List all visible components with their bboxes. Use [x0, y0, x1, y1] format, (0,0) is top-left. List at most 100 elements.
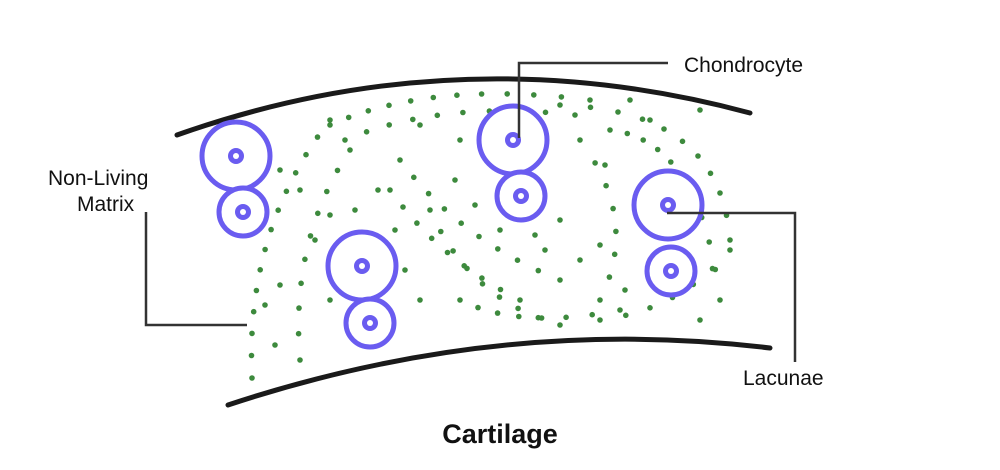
matrix-dot — [407, 98, 414, 104]
matrix-dot — [268, 226, 274, 233]
matrix-dot — [668, 159, 674, 165]
matrix-dot — [597, 297, 603, 303]
matrix-dot — [458, 220, 465, 226]
matrix-dot — [538, 315, 545, 321]
matrix-dot — [334, 167, 341, 174]
matrix-dot — [454, 92, 460, 98]
matrix-leader-line — [144, 212, 247, 327]
matrix-dot — [563, 314, 569, 321]
diagram-title: Cartilage — [442, 419, 558, 449]
matrix-dot — [647, 305, 653, 311]
matrix-dot — [302, 256, 308, 263]
matrix-dot — [640, 137, 646, 143]
matrix-dot — [622, 287, 628, 293]
matrix-dot — [602, 162, 608, 168]
matrix-dot — [410, 116, 416, 123]
matrix-dot — [613, 228, 619, 235]
matrix-dot — [414, 220, 420, 226]
matrix-dot — [496, 294, 503, 300]
matrix-dot — [365, 108, 372, 114]
matrix-dot — [275, 207, 282, 213]
matrix-dot — [327, 122, 333, 128]
matrix-dot — [434, 112, 441, 119]
matrix-dot — [292, 170, 299, 176]
matrix-dot — [397, 157, 403, 163]
matrix-dot — [324, 188, 330, 195]
matrix-dot — [283, 188, 290, 195]
matrix-dots — [248, 91, 733, 381]
matrix-dot — [727, 247, 733, 253]
matrix-dot — [557, 322, 563, 328]
nucleolus — [233, 153, 239, 159]
matrix-dot — [577, 137, 583, 143]
matrix-dot — [617, 307, 623, 313]
matrix-dot — [516, 313, 522, 320]
matrix-dot — [697, 317, 703, 323]
lower-boundary — [225, 336, 773, 408]
matrix-dot — [314, 134, 321, 140]
matrix-dot — [298, 280, 304, 287]
matrix-dot — [249, 375, 255, 381]
matrix-dot — [494, 310, 501, 316]
matrix-dot — [611, 251, 618, 258]
matrix-dot — [441, 206, 448, 212]
chondrocyte-label: Chondrocyte — [684, 54, 803, 77]
matrix-dot — [345, 114, 352, 121]
matrix-dot — [363, 129, 370, 135]
matrix-dot — [472, 202, 478, 208]
matrix-dot — [342, 137, 348, 143]
matrix-dot — [610, 205, 616, 212]
matrix-dot — [607, 127, 613, 133]
matrix-dot — [277, 167, 283, 173]
matrix-dot — [647, 117, 653, 123]
matrix-dot — [307, 233, 314, 239]
lacuna-large-1 — [199, 119, 273, 193]
matrix-dot — [387, 187, 393, 193]
nucleolus — [668, 268, 674, 274]
nucleolus — [367, 320, 373, 326]
matrix-dot — [639, 116, 646, 122]
matrix-dot — [514, 257, 521, 264]
matrix-dot — [679, 138, 686, 145]
matrix-dot — [706, 239, 712, 245]
matrix-dot — [444, 249, 451, 256]
lacuna-small-4 — [343, 296, 397, 350]
matrix-dot — [515, 305, 521, 312]
matrix-dot — [478, 91, 485, 97]
matrix-dot — [428, 235, 435, 242]
matrix-dot — [327, 117, 333, 123]
matrix-dot — [417, 297, 423, 303]
nucleolus — [510, 137, 516, 143]
matrix-dot — [297, 357, 303, 363]
matrix-dot — [295, 330, 302, 337]
matrix-dot — [352, 207, 358, 213]
matrix-dot — [475, 304, 481, 311]
matrix-dot — [587, 97, 593, 103]
matrix-dot — [257, 267, 264, 273]
matrix-dot — [479, 275, 485, 281]
nucleolus — [359, 263, 365, 269]
matrix-dot — [438, 228, 444, 235]
matrix-dot — [327, 212, 333, 218]
matrix-dot — [464, 265, 470, 272]
matrix-dot — [717, 190, 723, 196]
matrix-dot — [277, 282, 283, 288]
matrix-dot — [606, 274, 613, 280]
lacuna-small-6 — [494, 169, 548, 223]
matrix-dot — [615, 109, 621, 115]
matrix-dot — [272, 342, 278, 348]
matrix-dot — [400, 204, 406, 210]
matrix-dot — [557, 217, 563, 223]
matrix-dot — [709, 265, 716, 272]
matrix-dot — [392, 227, 398, 233]
matrix-dot — [386, 102, 392, 109]
matrix-dot — [427, 207, 433, 213]
chondrocyte-cells — [199, 103, 705, 350]
matrix-dot — [497, 227, 503, 233]
matrix-dot — [297, 187, 303, 193]
matrix-dot — [417, 122, 423, 128]
matrix-dot — [697, 107, 703, 113]
matrix-dot — [296, 305, 302, 311]
nucleolus — [518, 193, 524, 199]
